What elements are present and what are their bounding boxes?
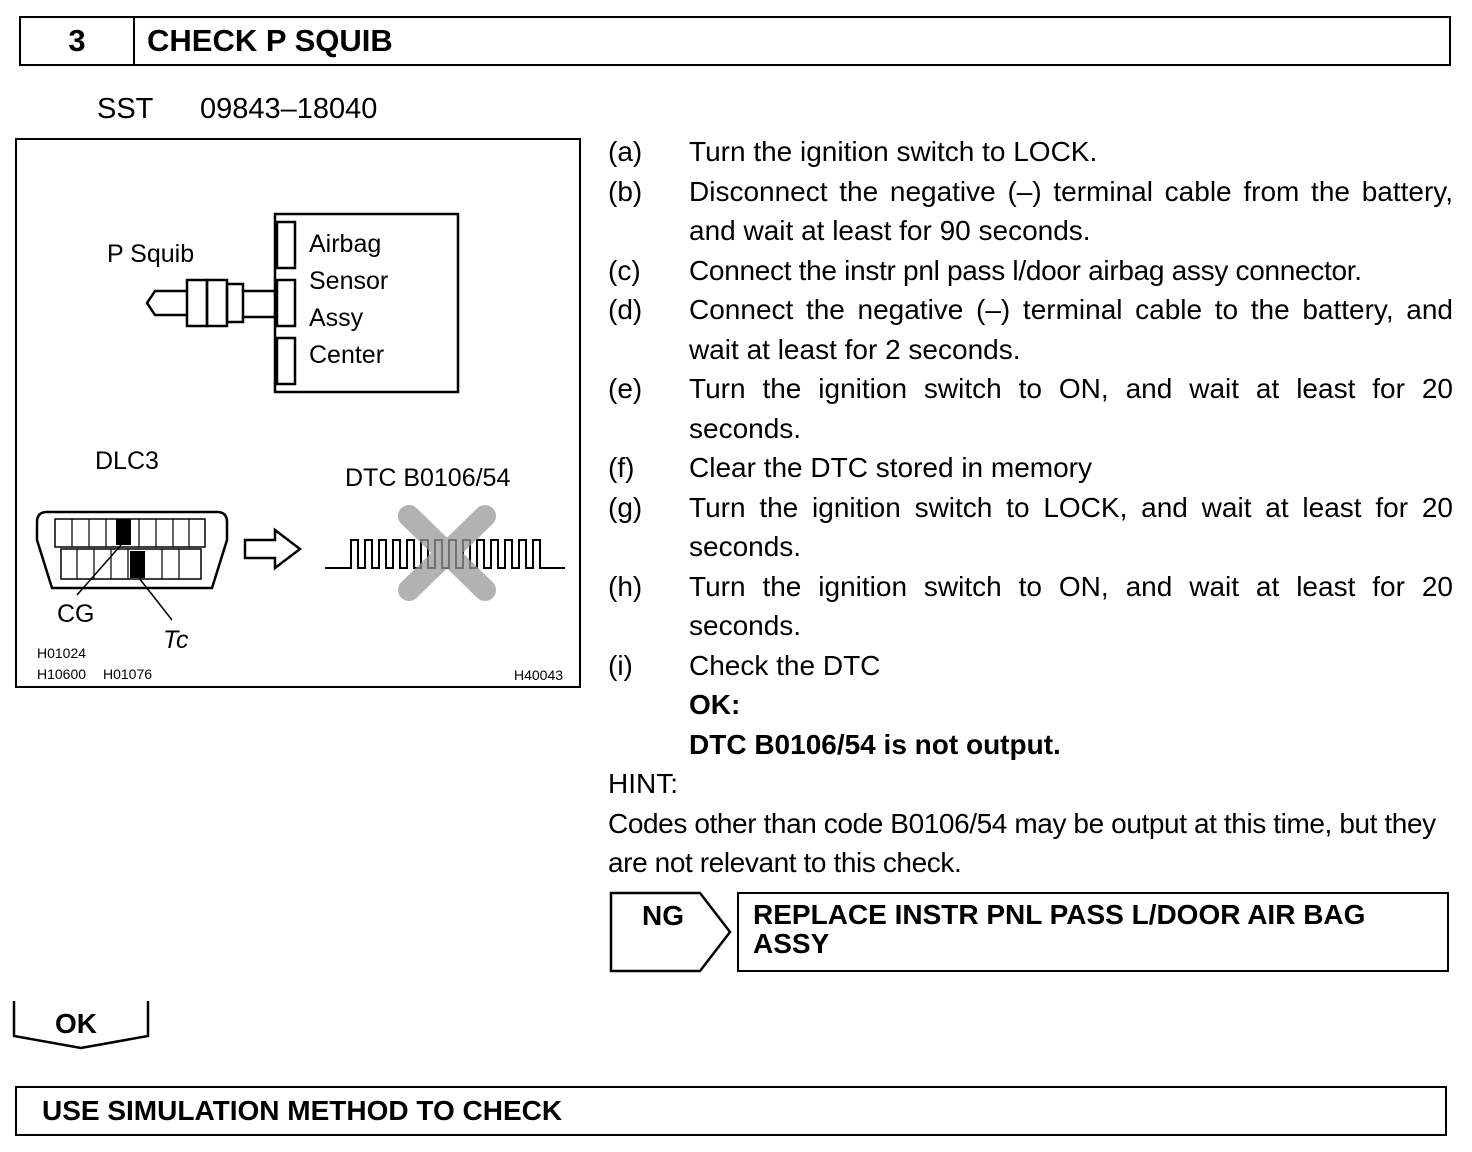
list-item: (i)Check the DTC	[608, 649, 881, 681]
ok-flow-label: OK	[55, 1008, 97, 1039]
sensor-label-3: Assy	[309, 304, 364, 332]
hint-label: HINT:	[608, 768, 678, 799]
step-header: 3 CHECK P SQUIB	[19, 16, 1451, 66]
cg-label: CG	[57, 600, 95, 628]
sst-number: 09843–18040	[200, 93, 378, 125]
dlc3-label: DLC3	[95, 447, 159, 475]
sensor-box	[273, 212, 460, 394]
sensor-connector-1	[275, 220, 297, 270]
dlc3-connector	[35, 510, 229, 590]
list-item: (a)Turn the ignition switch to LOCK.	[608, 136, 1098, 167]
figure-ref-2: H10600	[37, 666, 87, 682]
list-item: (b)Disconnect the negative (–) terminal …	[608, 175, 1453, 247]
next-step-box: USE SIMULATION METHOD TO CHECK	[15, 1086, 1447, 1136]
sensor-connector-3	[275, 336, 297, 386]
step-number: 3	[21, 18, 135, 64]
p-squib-label: P Squib	[107, 240, 195, 268]
list-item: (g)Turn the ignition switch to LOCK, and…	[608, 491, 1453, 563]
figure-ref-1: H01024	[37, 645, 87, 661]
cross-out-icon	[398, 505, 496, 601]
squib-connector-b	[205, 278, 229, 328]
sensor-label-4: Center	[309, 341, 385, 369]
sensor-connector-2	[275, 278, 297, 328]
figure-ref-4: H40043	[514, 667, 564, 683]
list-item: (f)Clear the DTC stored in memory	[608, 452, 1093, 483]
list-item: (c)Connect the instr pnl pass l/door air…	[608, 254, 1362, 286]
list-item: (h)Turn the ignition switch to ON, and w…	[608, 570, 1453, 642]
arrow-icon	[243, 527, 303, 571]
sensor-label-2: Sensor	[309, 267, 389, 295]
procedure-steps: (a)Turn the ignition switch to LOCK. (b)…	[608, 132, 1453, 764]
list-item: (d)Connect the negative (–) terminal cab…	[608, 294, 1453, 365]
list-item: (e)Turn the ignition switch to ON, and w…	[608, 373, 1453, 444]
sst-label: SST	[97, 93, 154, 125]
ng-arrow-shape	[609, 891, 732, 973]
cg-terminal	[116, 519, 131, 545]
step-title: CHECK P SQUIB	[147, 23, 393, 58]
hint-block: HINT: Codes other than code B0106/54 may…	[608, 764, 1453, 883]
tc-label: Tc	[163, 626, 189, 654]
ok-condition: DTC B0106/54 is not output.	[689, 728, 1061, 760]
figure-drawing	[35, 212, 565, 621]
sensor-label-1: Airbag	[309, 230, 382, 258]
wiring-figure: P Squib Airbag Sensor Assy Center DLC3 D…	[15, 138, 581, 688]
hint-text: Codes other than code B0106/54 may be ou…	[608, 807, 1436, 879]
squib-plug	[145, 289, 187, 317]
ok-arrow-shape	[12, 1001, 150, 1050]
dtc-label: DTC B0106/54	[345, 464, 511, 492]
ok-label: OK:	[689, 689, 741, 720]
figure-ref-3: H01076	[103, 666, 153, 682]
ng-result-box: REPLACE INSTR PNL PASS L/DOOR AIR BAG AS…	[737, 892, 1449, 972]
ng-label: NG	[642, 900, 684, 931]
squib-connector-a	[185, 278, 209, 328]
tc-terminal	[130, 551, 145, 578]
